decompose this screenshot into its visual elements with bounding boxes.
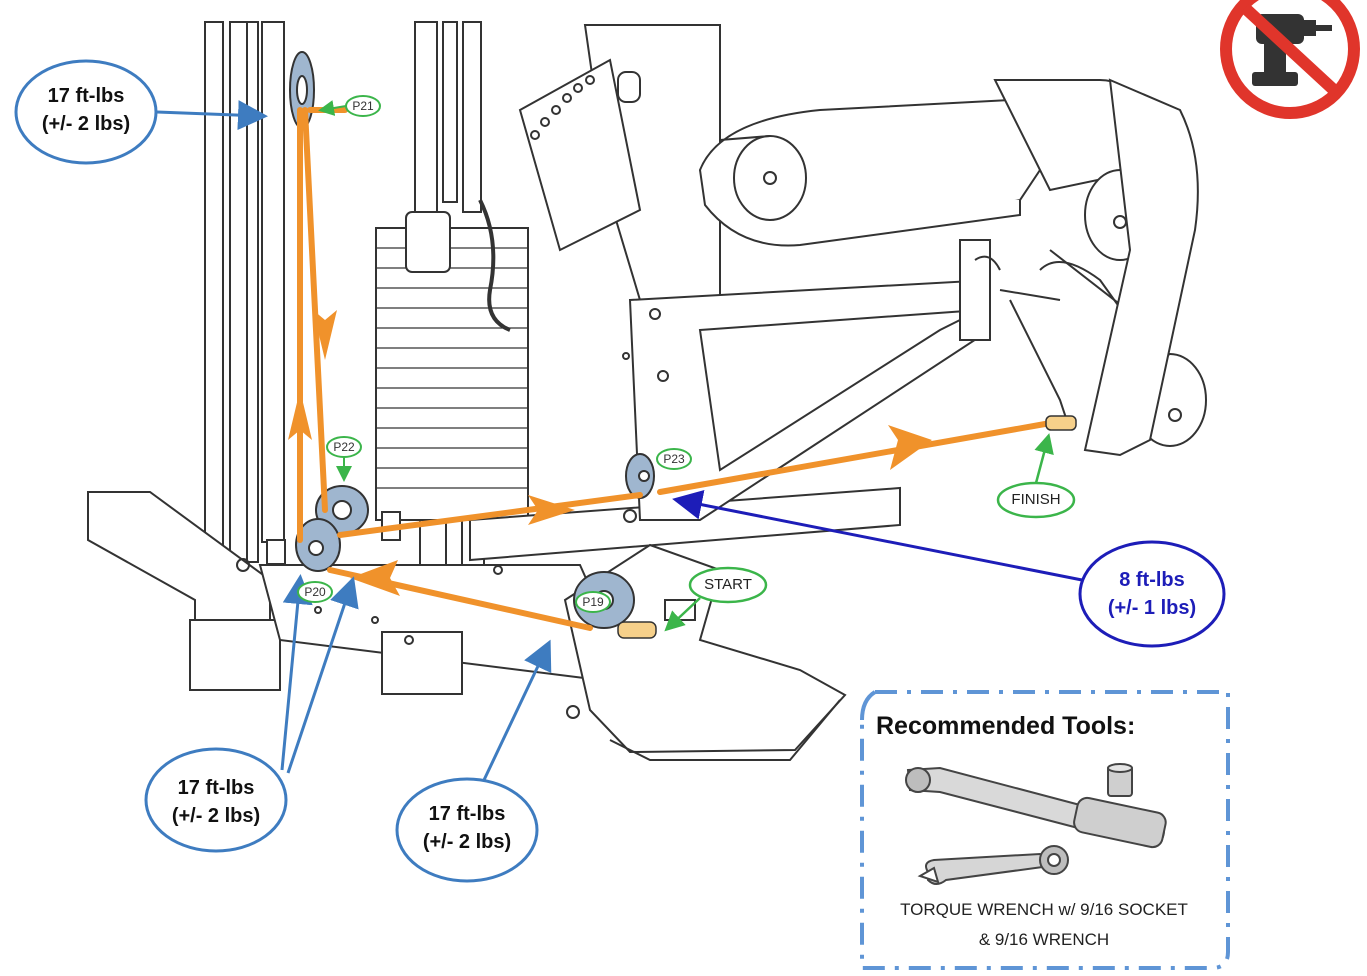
- pulley-tag-p22: P22: [333, 440, 355, 454]
- torque-label-right: 8 ft-lbs (+/- 1 lbs): [1092, 566, 1212, 622]
- pulley-tag-pointers: [318, 100, 352, 482]
- tools-caption-line2: & 9/16 WRENCH: [978, 930, 1110, 949]
- pulley-tag-p23: P23: [663, 452, 685, 466]
- combination-wrench-icon: [917, 845, 1069, 885]
- pulley-tag-p20: P20: [304, 585, 326, 599]
- torque-value: 17 ft-lbs: [177, 777, 255, 799]
- socket-icon: [1107, 763, 1133, 797]
- torque-label-top-left: 17 ft-lbs (+/- 2 lbs): [26, 82, 146, 138]
- cable-direction-arrows: [288, 310, 932, 596]
- torque-callouts: [14, 59, 1226, 883]
- torque-wrench-icon: [905, 766, 1167, 849]
- finish-label: FINISH: [1011, 491, 1061, 508]
- tools-box: [860, 690, 1230, 970]
- no-power-drill-icon: [1220, 0, 1360, 119]
- torque-label-bottom-center: 17 ft-lbs (+/- 2 lbs): [407, 800, 527, 856]
- torque-tolerance: (+/- 1 lbs): [1107, 597, 1197, 619]
- torque-value: 17 ft-lbs: [47, 85, 125, 107]
- torque-tolerance: (+/- 2 lbs): [422, 831, 512, 853]
- torque-value: 8 ft-lbs: [1119, 569, 1185, 591]
- torque-tolerance: (+/- 2 lbs): [41, 113, 131, 135]
- callout-arrows: [156, 100, 1083, 781]
- torque-tolerance: (+/- 2 lbs): [171, 805, 261, 827]
- pulley-tag-p19: P19: [582, 595, 604, 609]
- start-label: START: [704, 576, 752, 593]
- pulley-tag-p21: P21: [352, 99, 374, 113]
- machine-frame: [87, 21, 1207, 761]
- tools-title: Recommended Tools:: [876, 712, 1136, 740]
- torque-label-bottom-left: 17 ft-lbs (+/- 2 lbs): [156, 774, 276, 830]
- start-finish-pointers: [664, 433, 1054, 632]
- torque-value: 17 ft-lbs: [428, 803, 506, 825]
- tools-caption-line1: TORQUE WRENCH w/ 9/16 SOCKET: [900, 900, 1188, 919]
- start-finish-outlines: [688, 481, 1076, 604]
